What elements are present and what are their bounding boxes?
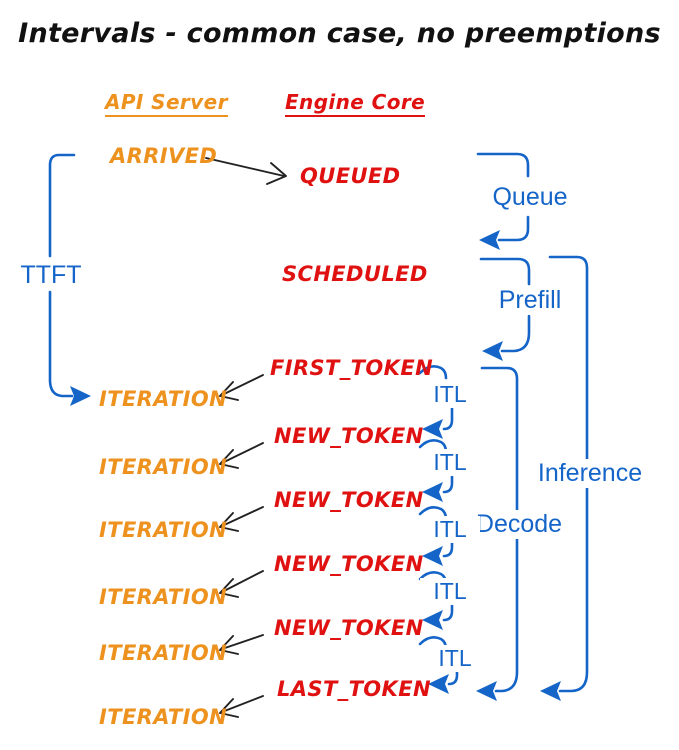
page-title: Intervals - common case, no preemptions — [18, 18, 661, 49]
inference-arrow-icon — [540, 681, 561, 701]
queue-bracket — [476, 152, 530, 250]
itl2-tail — [442, 467, 454, 494]
interval-ttft: TTFT — [18, 261, 84, 290]
itl4-arrow-icon — [422, 610, 443, 630]
ttft-bracket-bottom — [48, 290, 74, 398]
queue-arrow-icon — [479, 230, 500, 250]
event-iteration-6: ITERATION — [99, 705, 228, 729]
queue-bracket-top — [476, 152, 530, 178]
interval-itl-3: ITL — [420, 516, 480, 543]
itl2-hook — [418, 439, 448, 454]
arrived-to-queued-arrow — [205, 157, 287, 185]
queue-bracket-bottom — [497, 215, 530, 242]
event-iteration-3: ITERATION — [99, 518, 228, 542]
event-iteration-2: ITERATION — [99, 455, 228, 479]
prefill-bracket — [479, 257, 531, 361]
event-scheduled: SCHEDULED — [282, 262, 428, 286]
column-header-engine-core: Engine Core — [285, 90, 426, 117]
event-iteration-4: ITERATION — [99, 585, 228, 609]
interval-decode: Decode — [462, 510, 576, 539]
ttft-bracket-top — [48, 153, 76, 258]
event-new-token-2: NEW_TOKEN — [274, 488, 424, 512]
itl3-tail — [442, 531, 454, 558]
prefill-bracket-top — [479, 257, 531, 286]
new-token3-arrow — [219, 570, 264, 598]
interval-queue: Queue — [478, 183, 582, 212]
itl4-tail — [442, 595, 454, 622]
itl1-arrow-icon — [422, 419, 443, 439]
arrow-head — [266, 162, 287, 185]
event-new-token-3: NEW_TOKEN — [274, 552, 424, 576]
prefill-bracket-bottom — [500, 314, 531, 353]
interval-itl-1: ITL — [420, 381, 480, 408]
interval-inference: Inference — [528, 459, 652, 488]
event-iteration-5: ITERATION — [99, 641, 228, 665]
itl5-arrow-icon — [428, 674, 449, 694]
prefill-arrow-icon — [482, 341, 503, 361]
ttft-bracket — [48, 153, 91, 406]
column-header-api-server: API Server — [105, 90, 228, 117]
event-new-token-1: NEW_TOKEN — [274, 424, 424, 448]
interval-itl-2: ITL — [420, 449, 480, 476]
itl1-hook — [418, 365, 448, 380]
event-iteration-1: ITERATION — [99, 387, 228, 411]
interval-itl-5: ITL — [425, 645, 485, 672]
new-token2-arrow — [219, 506, 264, 532]
event-new-token-4: NEW_TOKEN — [274, 616, 424, 640]
interval-prefill: Prefill — [478, 286, 582, 315]
itl3-arrow-icon — [422, 546, 443, 566]
ttft-arrow-icon — [70, 386, 91, 406]
new-token1-arrow — [219, 442, 264, 469]
event-last-token: LAST_TOKEN — [277, 677, 431, 701]
event-queued: QUEUED — [300, 164, 401, 188]
event-arrived: ARRIVED — [110, 144, 218, 168]
itl1-tail — [442, 404, 454, 431]
first-token-arrow — [219, 374, 264, 401]
itl3-hook — [418, 506, 448, 521]
token-to-iteration-arrows — [219, 374, 264, 718]
decode-arrow-icon — [476, 681, 497, 701]
last-token-arrow — [219, 695, 264, 718]
new-token4-arrow — [219, 634, 264, 655]
arrow-shaft — [205, 157, 285, 177]
interval-itl-4: ITL — [420, 578, 480, 605]
event-first-token: FIRST_TOKEN — [270, 356, 434, 380]
itl2-arrow-icon — [422, 482, 443, 502]
itl5-tail — [447, 659, 459, 686]
